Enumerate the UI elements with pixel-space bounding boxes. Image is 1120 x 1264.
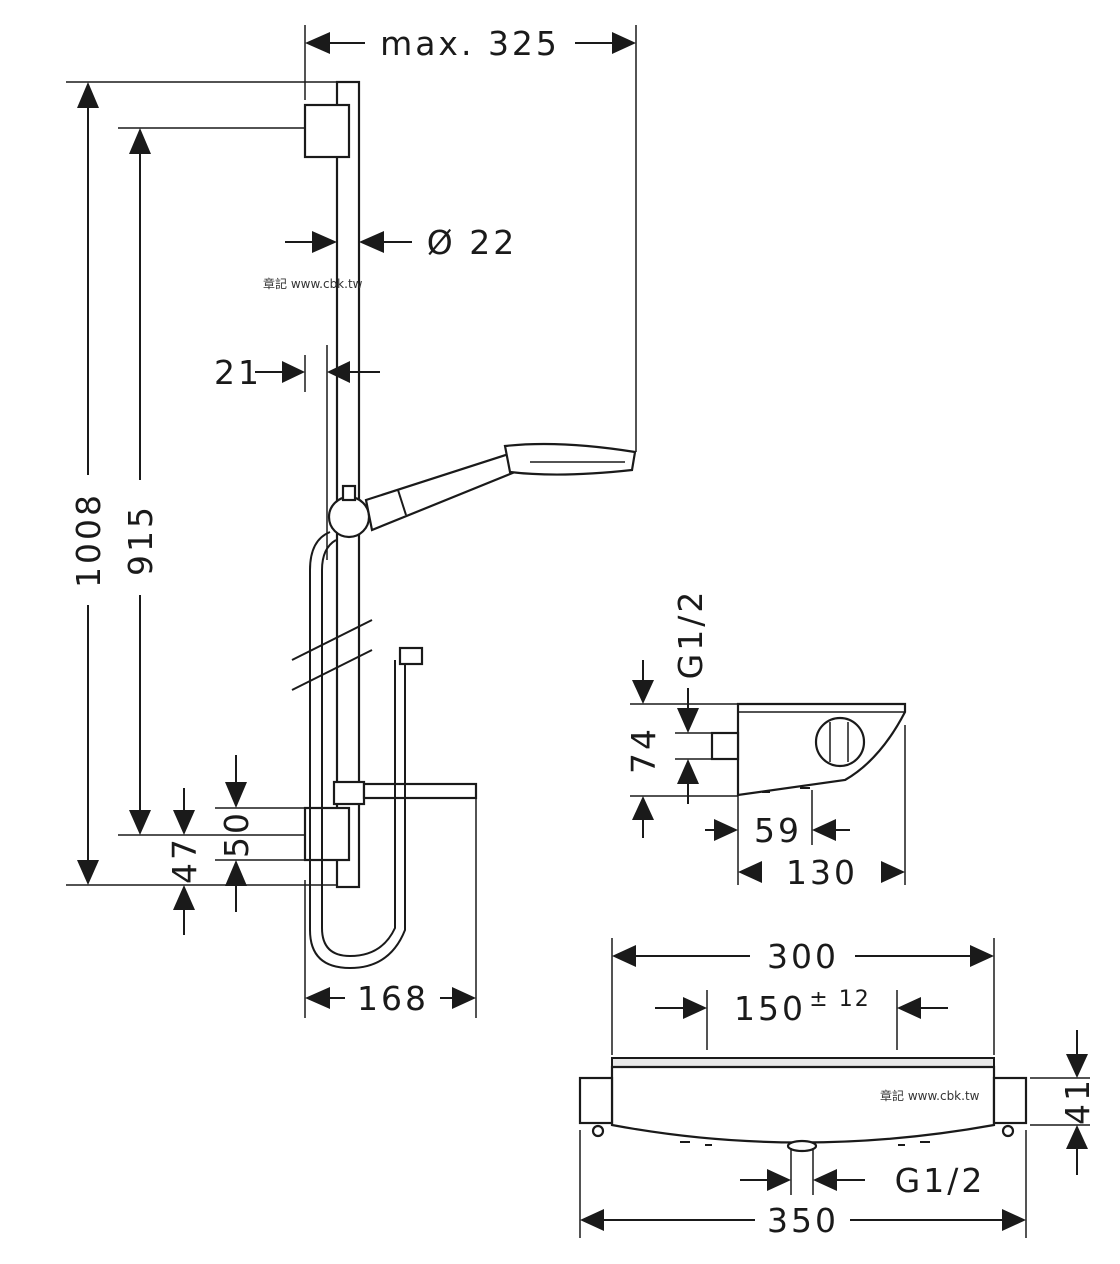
hand-shower-handle <box>364 450 522 532</box>
dim-350: 350 <box>767 1201 839 1240</box>
dim-74: 74 <box>624 726 663 774</box>
slider-knob <box>327 495 371 539</box>
dim-max-325: max. 325 <box>380 24 560 63</box>
dim-130: 130 <box>786 853 858 892</box>
thermostat-front-body <box>610 1065 996 1144</box>
hand-shower-head <box>503 442 637 476</box>
dim-300: 300 <box>767 937 839 976</box>
dim-59: 59 <box>754 811 802 850</box>
bottom-bracket <box>303 806 351 862</box>
hose-connector <box>398 646 424 666</box>
shower-bar-assembly <box>291 80 637 970</box>
thermostat-shelf-top <box>611 1057 995 1068</box>
dim-41: 41 <box>1058 1077 1097 1125</box>
dim-outlet-g12: G1/2 <box>895 1161 986 1200</box>
thermostat-side-dimensions: G1/2 74 59 130 <box>624 589 906 892</box>
watermark-bottom: 章記 www.cbk.tw <box>880 1088 980 1103</box>
dim-21: 21 <box>214 353 262 392</box>
wall-bar <box>335 80 361 889</box>
top-bracket <box>303 103 351 159</box>
thermostat-front-dimensions: 300 150 ± 12 41 G1/2 350 <box>579 937 1097 1240</box>
right-handle <box>992 1076 1028 1125</box>
watermark-top: 章記 www.cbk.tw <box>263 276 363 291</box>
left-handle <box>578 1076 614 1125</box>
dim-side-g12: G1/2 <box>671 589 710 680</box>
thermostat-side-view <box>710 702 907 797</box>
shower-bar-dimensions: max. 325 Ø 22 21 1008 915 <box>66 24 637 1018</box>
dim-150-tolerance: ± 12 <box>809 987 870 1012</box>
dim-50: 50 <box>217 810 256 858</box>
shelf <box>362 782 478 800</box>
dim-168: 168 <box>357 979 429 1018</box>
side-inlet <box>710 731 740 761</box>
bottom-outlet <box>786 1139 818 1153</box>
thermostat-dial <box>814 716 866 768</box>
dim-1008: 1008 <box>69 492 108 588</box>
thermostat-front-view <box>578 1057 1028 1153</box>
slider-lever <box>341 484 357 502</box>
dim-150: 150 <box>734 989 806 1028</box>
hose-outer <box>309 531 406 970</box>
dim-diameter-22: Ø 22 <box>427 223 517 262</box>
dim-915: 915 <box>121 504 160 576</box>
dim-47: 47 <box>165 836 204 884</box>
hose-inner <box>321 539 396 958</box>
shelf-clamp <box>332 780 366 806</box>
